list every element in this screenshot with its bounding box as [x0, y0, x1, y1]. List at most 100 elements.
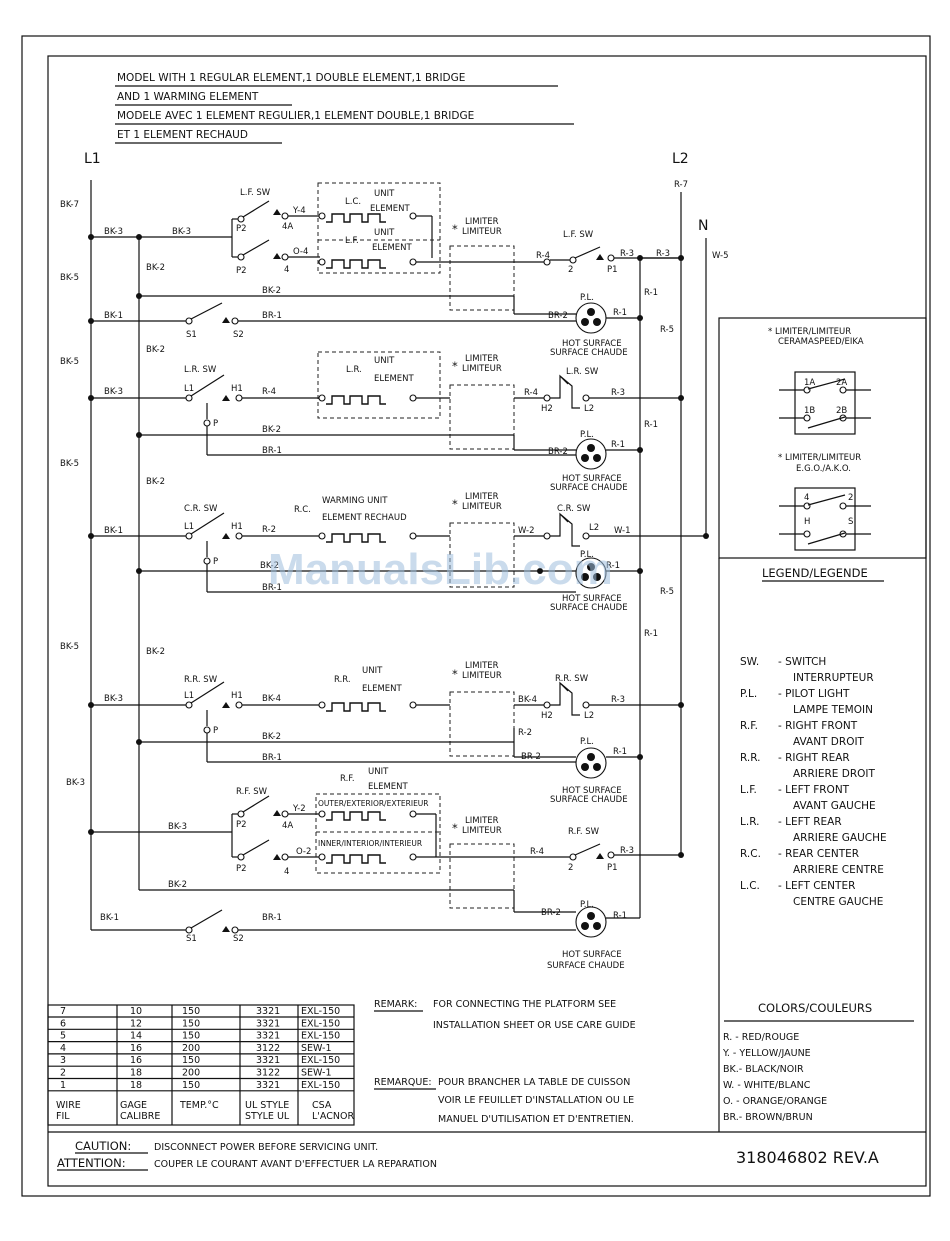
- diagram-label: LIMITEUR: [462, 826, 502, 836]
- diagram-label: BK-1: [104, 311, 123, 321]
- diagram-label: P2: [236, 224, 247, 234]
- table-cell: EXL-150: [301, 1006, 340, 1017]
- diagram-label: R-4: [262, 387, 276, 397]
- diagram-label: W-1: [614, 526, 631, 536]
- diagram-label: R-3: [620, 846, 634, 856]
- diagram-label: R.F.: [340, 774, 355, 784]
- diagram-label: R-1: [613, 747, 627, 757]
- diagram-label: LIMITER: [465, 354, 499, 364]
- diagram-label: L2: [584, 711, 594, 721]
- table-header: FIL: [56, 1111, 70, 1122]
- wire-label: BK-5: [60, 357, 79, 367]
- legend-en: - REAR CENTER: [778, 848, 859, 860]
- diagram-label: 4: [284, 265, 289, 275]
- diagram-label: BK-2: [262, 732, 281, 742]
- diagram-label: ELEMENT: [368, 782, 409, 792]
- diagram-label: ELEMENT: [362, 684, 403, 694]
- legend-en: - PILOT LIGHT: [778, 688, 850, 700]
- color-item: W. - WHITE/BLANC: [723, 1080, 811, 1091]
- attention-label: ATTENTION:: [57, 1156, 126, 1170]
- diagram-label: L.R.: [346, 365, 362, 375]
- diagram-label: Y-4: [292, 206, 306, 216]
- legend-abbr: R.R.: [740, 752, 761, 764]
- wire-label: R-1: [644, 629, 658, 639]
- diagram-label: 2: [568, 265, 573, 275]
- left-wire-labels: BK-7 BK-5 BK-5 BK-5 BK-5 BK-3 BK-2 BK-2 …: [60, 180, 729, 788]
- diagram-label: BK-3: [168, 822, 187, 832]
- wire-label: BK-2: [146, 345, 165, 355]
- legend-fr: ARRIERE GAUCHE: [793, 832, 887, 844]
- diagram-label: BR-1: [262, 311, 282, 321]
- diagram-label: L1: [184, 691, 194, 701]
- remark-line-2: INSTALLATION SHEET OR USE CARE GUIDE: [433, 1020, 636, 1031]
- table-cell: 14: [130, 1031, 142, 1042]
- diagram-label: P.L.: [580, 737, 594, 747]
- remarque-label: REMARQUE:: [374, 1077, 432, 1088]
- circuit-left-front: BK-3 BK-3 L.F. SW P2 P2 4A 4 Y-4 O-4 UNI…: [88, 182, 684, 358]
- table-cell: 7: [60, 1006, 66, 1017]
- color-item: BR.- BROWN/BRUN: [723, 1112, 813, 1123]
- diagram-label: R-1: [613, 308, 627, 318]
- diagram-label: 4: [284, 867, 289, 877]
- diagram-label: CERAMASPEED/EIKA: [778, 337, 864, 347]
- diagram-label: BK-3: [104, 694, 123, 704]
- diagram-label: *: [452, 497, 458, 511]
- diagram-label: P1: [607, 863, 618, 873]
- diagram-label: R-1: [613, 911, 627, 921]
- color-item: O. - ORANGE/ORANGE: [723, 1096, 827, 1107]
- diagram-label: BR-1: [262, 446, 282, 456]
- table-cell: 3321: [256, 1031, 280, 1042]
- table-cell: 150: [182, 1006, 200, 1017]
- legend-abbr: L.R.: [740, 816, 759, 828]
- diagram-label: L2: [584, 404, 594, 414]
- caution-text: DISCONNECT POWER BEFORE SERVICING UNIT.: [154, 1142, 378, 1153]
- wire-label: BK-2: [146, 263, 165, 273]
- diagram-label: ELEMENT: [374, 374, 415, 384]
- remarque-line-1: POUR BRANCHER LA TABLE DE CUISSON: [438, 1077, 630, 1088]
- remarque-line-3: MANUEL D'UTILISATION ET D'ENTRETIEN.: [438, 1114, 634, 1125]
- diagram-label: L1: [184, 522, 194, 532]
- diagram-label: O-4: [293, 247, 308, 257]
- diagram-label: O-2: [296, 847, 311, 857]
- diagram-label: 4A: [282, 821, 293, 831]
- diagram-label: R-1: [606, 561, 620, 571]
- wire-label: BK-7: [60, 200, 79, 210]
- diagram-label: H2: [541, 404, 553, 414]
- diagram-label: ELEMENT RECHAUD: [322, 513, 407, 523]
- diagram-label: 2: [848, 493, 853, 503]
- legend-en: - RIGHT REAR: [778, 752, 850, 764]
- diagram-label: R-1: [611, 440, 625, 450]
- remark-line-1: FOR CONNECTING THE PLATFORM SEE: [433, 999, 616, 1010]
- diagram-label: P: [213, 419, 218, 429]
- diagram-label: BK-3: [172, 227, 191, 237]
- diagram-label: C.R. SW: [184, 504, 218, 514]
- diagram-label: W-2: [518, 526, 535, 536]
- diagram-label: R-2: [262, 525, 276, 535]
- legend-fr: AVANT DROIT: [793, 736, 865, 748]
- line-l2-label: L2: [672, 151, 689, 167]
- table-cell: EXL-150: [301, 1031, 340, 1042]
- diagram-label: *: [452, 222, 458, 236]
- diagram-label: BK-2: [260, 561, 279, 571]
- diagram-label: R-3: [656, 249, 670, 259]
- table-cell: 3321: [256, 1080, 280, 1091]
- table-cell: 3122: [256, 1043, 280, 1054]
- diagram-label: L.F. SW: [563, 230, 594, 240]
- diagram-label: R-4: [536, 251, 550, 261]
- diagram-label: WARMING UNIT: [322, 496, 388, 506]
- diagram-label: *: [452, 359, 458, 373]
- legend-fr: CENTRE GAUCHE: [793, 896, 883, 908]
- table-header: TEMP.°C: [179, 1100, 219, 1111]
- diagram-label: BR-1: [262, 753, 282, 763]
- table-cell: EXL-150: [301, 1080, 340, 1091]
- part-number: 318046802 REV.A: [736, 1148, 879, 1167]
- legend-abbr: P.L.: [740, 688, 757, 700]
- diagram-label: H2: [541, 711, 553, 721]
- diagram-label: BK-3: [104, 227, 123, 237]
- diagram-label: 1A: [804, 378, 815, 388]
- circuit-left-rear: BK-3 L.R. SW L1 H1 P R-4 UNIT L.R. ELEME…: [88, 351, 684, 493]
- legend-abbr: SW.: [740, 656, 759, 668]
- wire-label: BK-5: [60, 273, 79, 283]
- title-line-4: ET 1 ELEMENT RECHAUD: [117, 129, 248, 141]
